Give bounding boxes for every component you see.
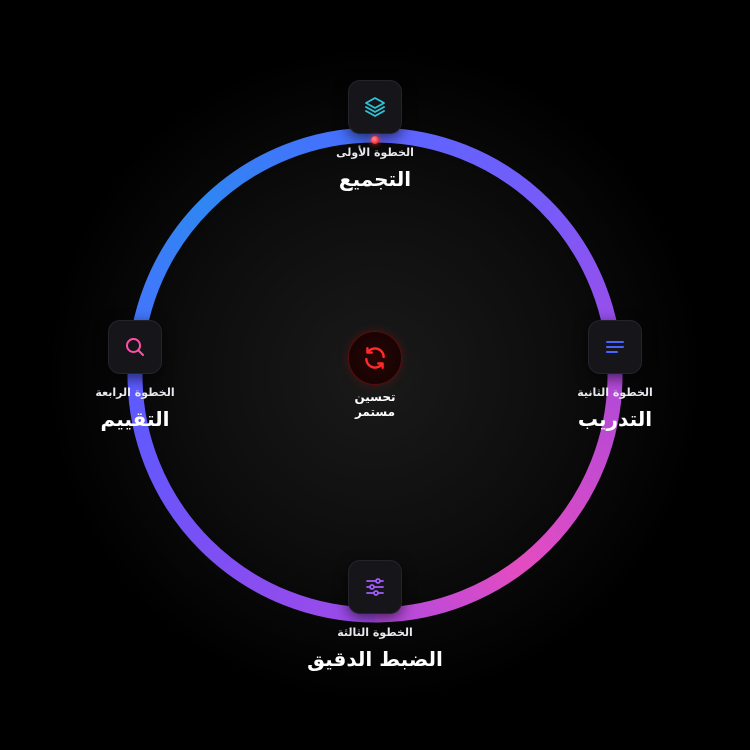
step-number: الخطوة الأولى	[336, 146, 414, 159]
search-icon	[126, 338, 144, 356]
step-number: الخطوة الثالثة	[337, 626, 413, 639]
step-title: الضبط الدقيق	[307, 647, 443, 671]
step-node-fine-tuning[interactable]	[348, 560, 402, 614]
sliders-icon	[366, 578, 384, 596]
layers-icon	[365, 97, 385, 117]
text-lines-icon	[606, 341, 624, 353]
center-label: تحسين مستمر	[325, 390, 425, 420]
step-label-collection: الخطوة الأولى التجميع	[275, 146, 475, 194]
refresh-icon	[365, 347, 385, 369]
step-node-training[interactable]	[588, 320, 642, 374]
step-title: التدريب	[577, 407, 653, 431]
step-title: التقييم	[100, 407, 170, 431]
step-number: الخطوة الرابعة	[95, 386, 175, 399]
step-title: التجميع	[338, 167, 412, 191]
step-label-training: الخطوة الثانية التدريب	[515, 386, 715, 434]
step-label-evaluation: الخطوة الرابعة التقييم	[35, 386, 235, 434]
ring-arc-bottom-left	[127, 374, 376, 623]
progress-indicator-dot	[371, 136, 379, 144]
step-number: الخطوة الثانية	[577, 386, 653, 399]
step-node-collection[interactable]	[348, 80, 402, 134]
center-label-line1: تحسين	[354, 390, 396, 404]
step-node-evaluation[interactable]	[108, 320, 162, 374]
center-refresh-button[interactable]	[348, 331, 402, 385]
ring-arc-bottom-right	[374, 374, 623, 623]
center-label-line2: مستمر	[354, 405, 396, 419]
step-label-fine-tuning: الخطوة الثالثة الضبط الدقيق	[275, 626, 475, 674]
